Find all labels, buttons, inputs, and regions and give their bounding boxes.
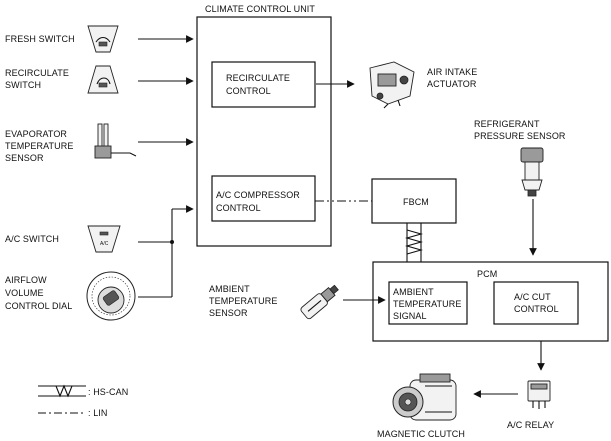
- ac-compressor-control-box: [211, 175, 316, 222]
- hscan-link: [404, 223, 424, 262]
- fresh-air-switch-icon: [87, 25, 119, 53]
- refrigerant-sensor-label-2: PRESSURE SENSOR: [474, 131, 566, 141]
- magnetic-clutch-icon: [392, 373, 457, 421]
- ac-compressor-control-label-1: A/C COMPRESSOR: [216, 190, 300, 200]
- evaporator-temperature-sensor-icon: [94, 123, 137, 159]
- air-intake-label-2: ACTUATOR: [427, 79, 477, 89]
- fbcm-label: FBCM: [403, 197, 429, 207]
- legend-hscan-label: : HS-CAN: [88, 387, 128, 397]
- recirculate-control-box: [211, 61, 316, 108]
- pcm-label: PCM: [477, 269, 497, 279]
- airflow-dial-label-1: AIRFLOW: [5, 275, 47, 285]
- ac-switch-icon: A/C: [87, 225, 121, 253]
- ambient-temperature-sensor-icon: [300, 284, 339, 320]
- airflow-dial-label-2: VOLUME: [5, 288, 44, 298]
- evaporator-sensor-label-3: SENSOR: [5, 153, 44, 163]
- ac-compressor-control-label-2: CONTROL: [216, 203, 261, 213]
- legend-hscan-symbol: [38, 384, 86, 398]
- refrigerant-sensor-label-1: REFRIGERANT: [474, 119, 540, 129]
- ac-cut-control-label-2: CONTROL: [514, 304, 559, 314]
- airflow-dial-icon: [86, 271, 136, 321]
- ambient-signal-label-1: AMBIENT: [393, 287, 434, 297]
- ambient-signal-label-2: TEMPERATURE: [393, 299, 461, 309]
- fresh-switch-label: FRESH SWITCH: [5, 34, 75, 44]
- recirculate-control-label-1: RECIRCULATE: [226, 73, 290, 83]
- ambient-sensor-label-1: AMBIENT: [209, 284, 250, 294]
- recirculate-switch-label-2: SWITCH: [5, 80, 41, 90]
- air-intake-actuator-icon: [369, 61, 415, 109]
- legend-lin-label: : LIN: [88, 408, 108, 418]
- fbcm-box: [371, 178, 457, 224]
- magnetic-clutch-label: MAGNETIC CLUTCH: [377, 429, 465, 439]
- ac-cut-control-label-1: A/C CUT: [514, 292, 551, 302]
- ac-switch-label: A/C SWITCH: [5, 234, 59, 244]
- ac-relay-label: A/C RELAY: [507, 420, 554, 430]
- ambient-sensor-label-3: SENSOR: [209, 308, 248, 318]
- refrigerant-pressure-sensor-icon: [520, 147, 544, 197]
- ambient-signal-label-3: SIGNAL: [393, 311, 427, 321]
- evaporator-sensor-label-2: TEMPERATURE: [5, 141, 73, 151]
- ambient-signal-box: [388, 281, 468, 325]
- air-intake-label-1: AIR INTAKE: [427, 67, 477, 77]
- recirculate-control-label-2: CONTROL: [226, 86, 271, 96]
- recirculate-switch-label-1: RECIRCULATE: [5, 68, 69, 78]
- climate-control-unit-title: CLIMATE CONTROL UNIT: [205, 4, 315, 14]
- ambient-sensor-label-2: TEMPERATURE: [209, 296, 277, 306]
- input-bus-junction: [170, 240, 174, 244]
- ac-relay-icon: [527, 380, 551, 409]
- recirculate-switch-icon: [87, 65, 119, 94]
- evaporator-sensor-label-1: EVAPORATOR: [5, 129, 67, 139]
- ac-switch-icon-text: A/C: [100, 241, 109, 247]
- ac-cut-control-box: [493, 281, 579, 325]
- airflow-dial-label-3: CONTROL DIAL: [5, 301, 72, 311]
